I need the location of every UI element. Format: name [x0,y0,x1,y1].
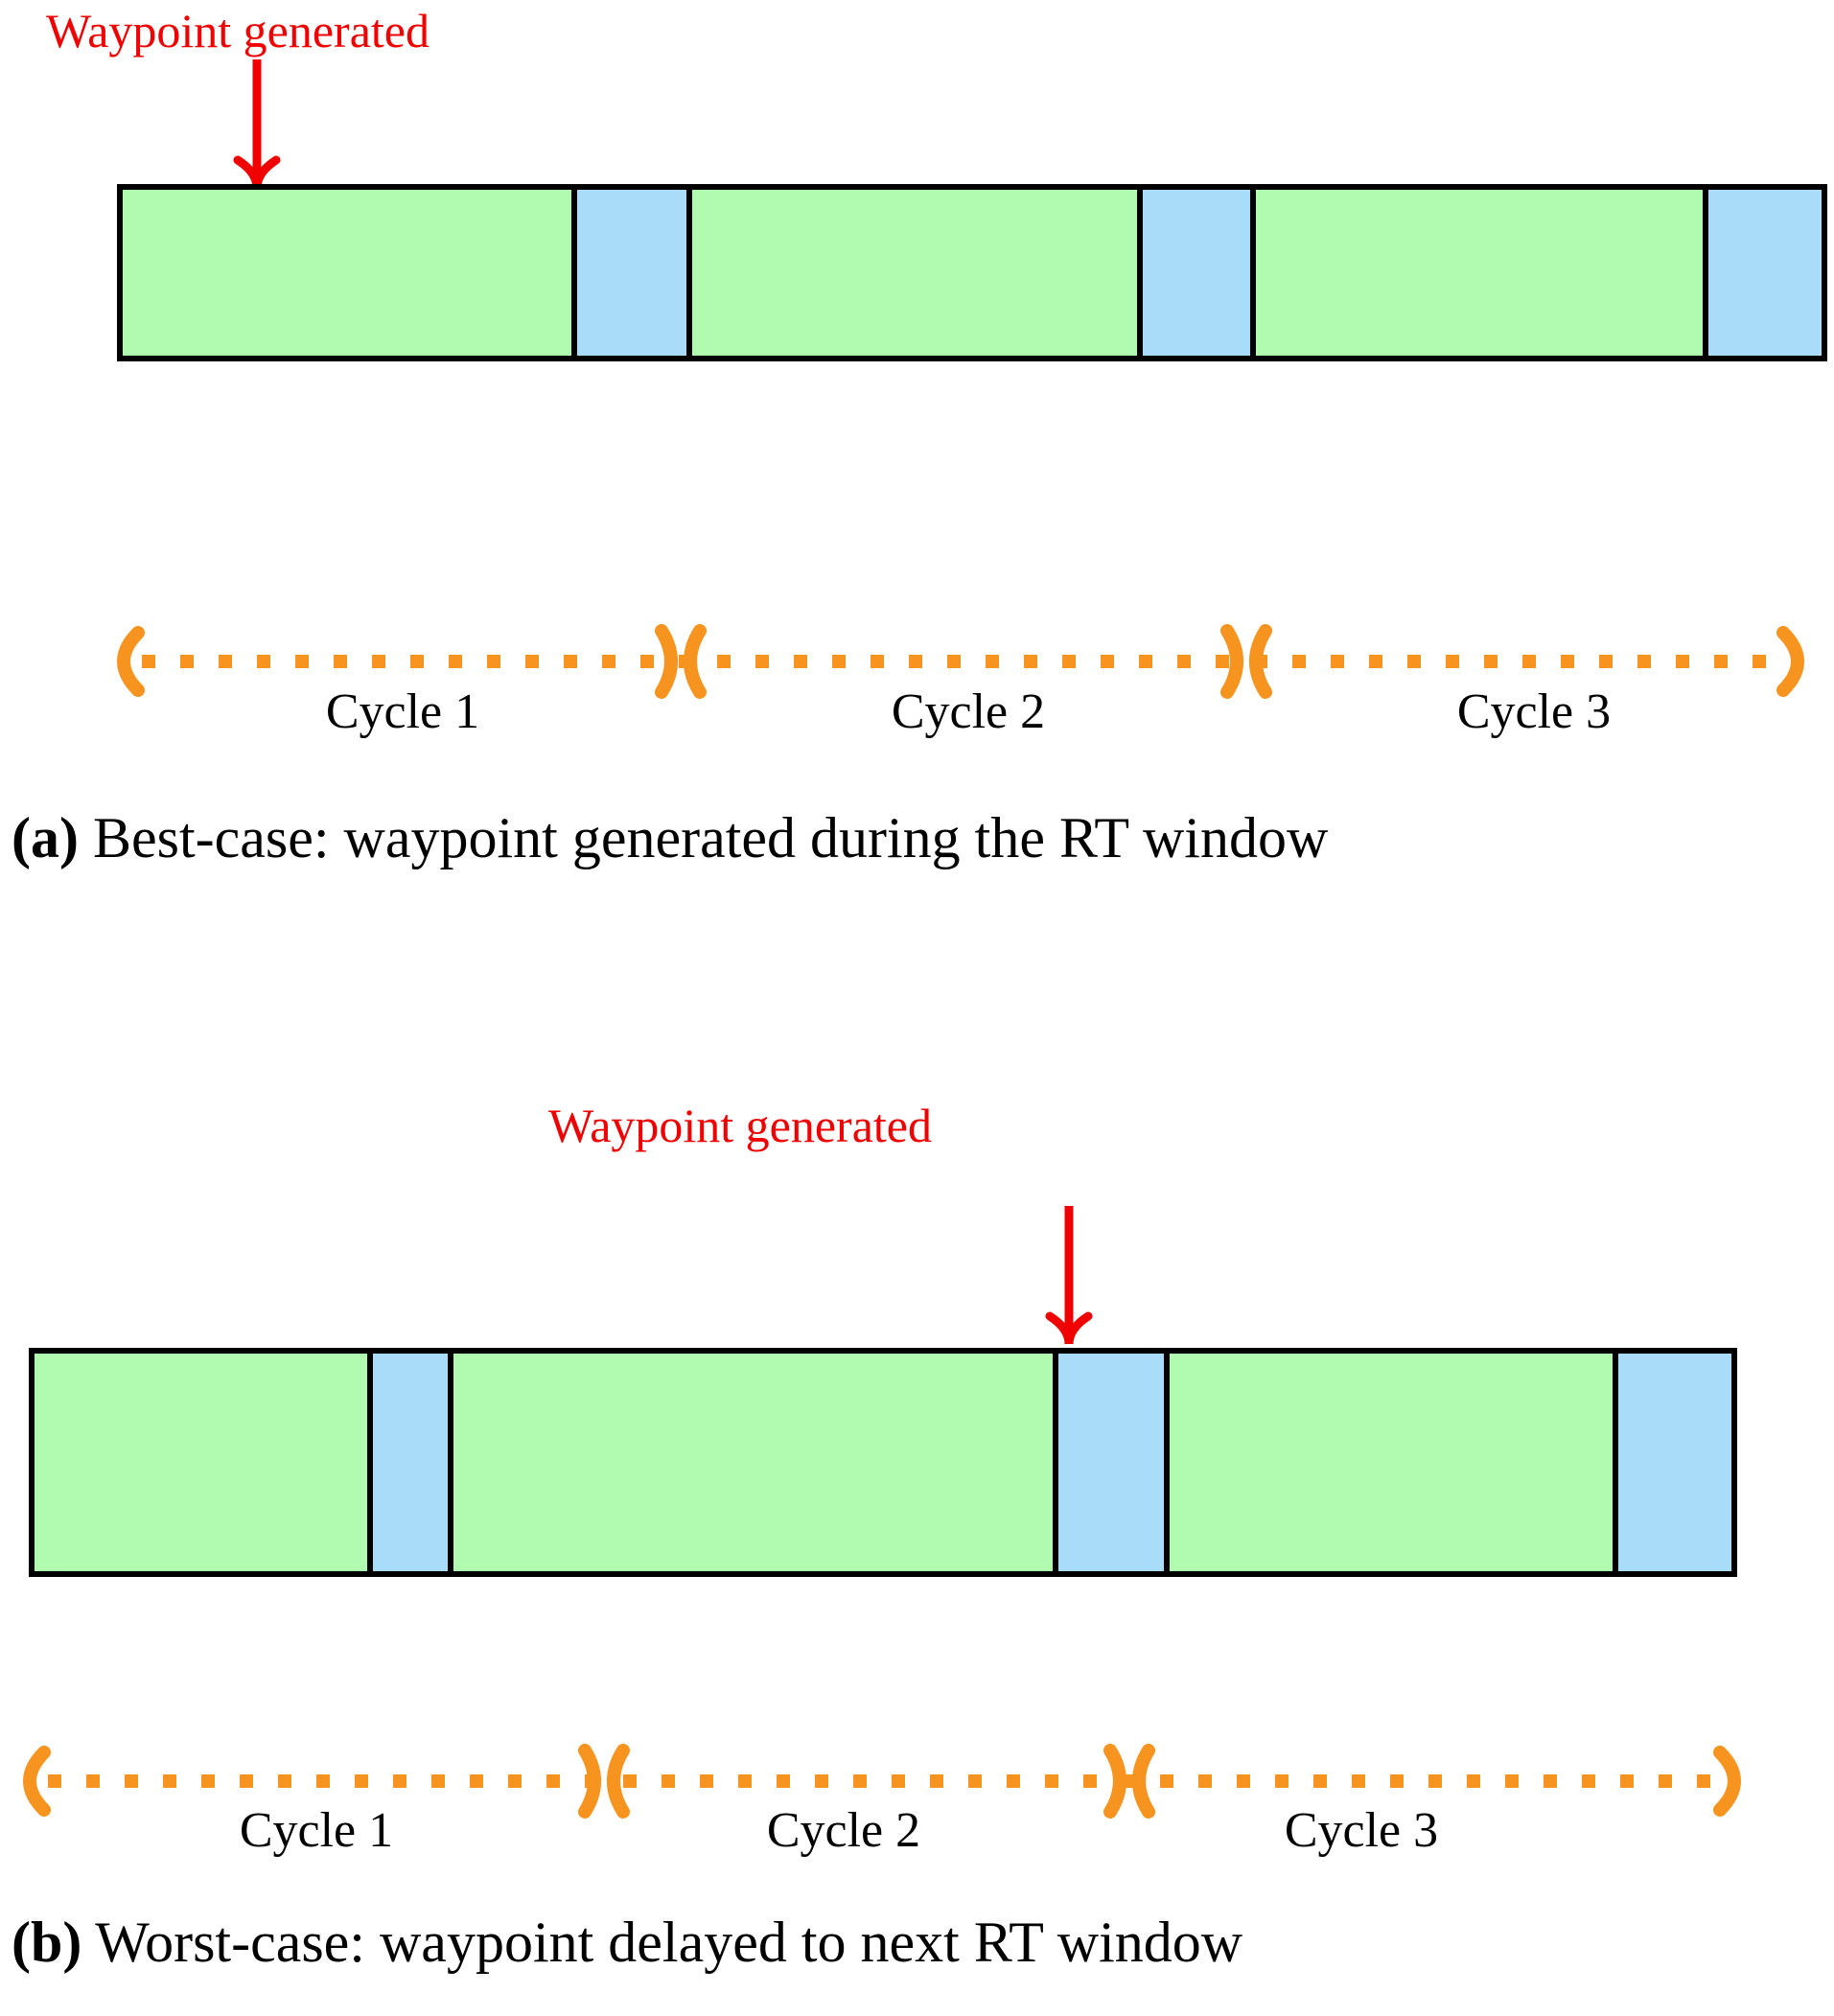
waypoint-generated-label-a: Waypoint generated [46,4,429,58]
cycle-ruler-b [23,1744,1741,1819]
segment-compute [692,190,1144,356]
segment-rt-window [1708,190,1822,356]
timeline-bar-a [117,184,1827,361]
waypoint-arrow-a [233,59,281,189]
waypoint-generated-label-b: Waypoint generated [548,1099,932,1152]
cycle-label-a-1: Cycle 1 [325,684,480,739]
segment-compute [1256,190,1709,356]
cycle-label-b-1: Cycle 1 [239,1803,394,1858]
cycle-ruler-a [117,624,1804,699]
segment-rt-window [1057,1354,1170,1571]
caption-b: (b) Worst-case: waypoint delayed to next… [12,1910,1242,1976]
waypoint-arrow-b [1045,1206,1093,1345]
caption-b-tag: (b) [12,1911,82,1974]
segment-compute [123,190,578,356]
segment-compute [453,1354,1058,1571]
cycle-label-b-2: Cycle 2 [766,1803,921,1858]
caption-b-text: Worst-case: waypoint delayed to next RT … [81,1911,1243,1974]
segment-compute [1169,1354,1618,1571]
cycle-label-b-3: Cycle 3 [1284,1803,1439,1858]
cycle-label-a-2: Cycle 2 [891,684,1046,739]
segment-rt-window [577,190,692,356]
segment-rt-window [1143,190,1257,356]
caption-a-tag: (a) [12,806,79,869]
caption-a-text: Best-case: waypoint generated during the… [78,806,1329,869]
caption-a: (a) Best-case: waypoint generated during… [12,805,1328,871]
segment-rt-window [372,1354,454,1571]
cycle-label-a-3: Cycle 3 [1456,684,1612,739]
timeline-bar-b [29,1348,1737,1577]
segment-rt-window [1617,1354,1731,1571]
segment-compute [35,1354,373,1571]
